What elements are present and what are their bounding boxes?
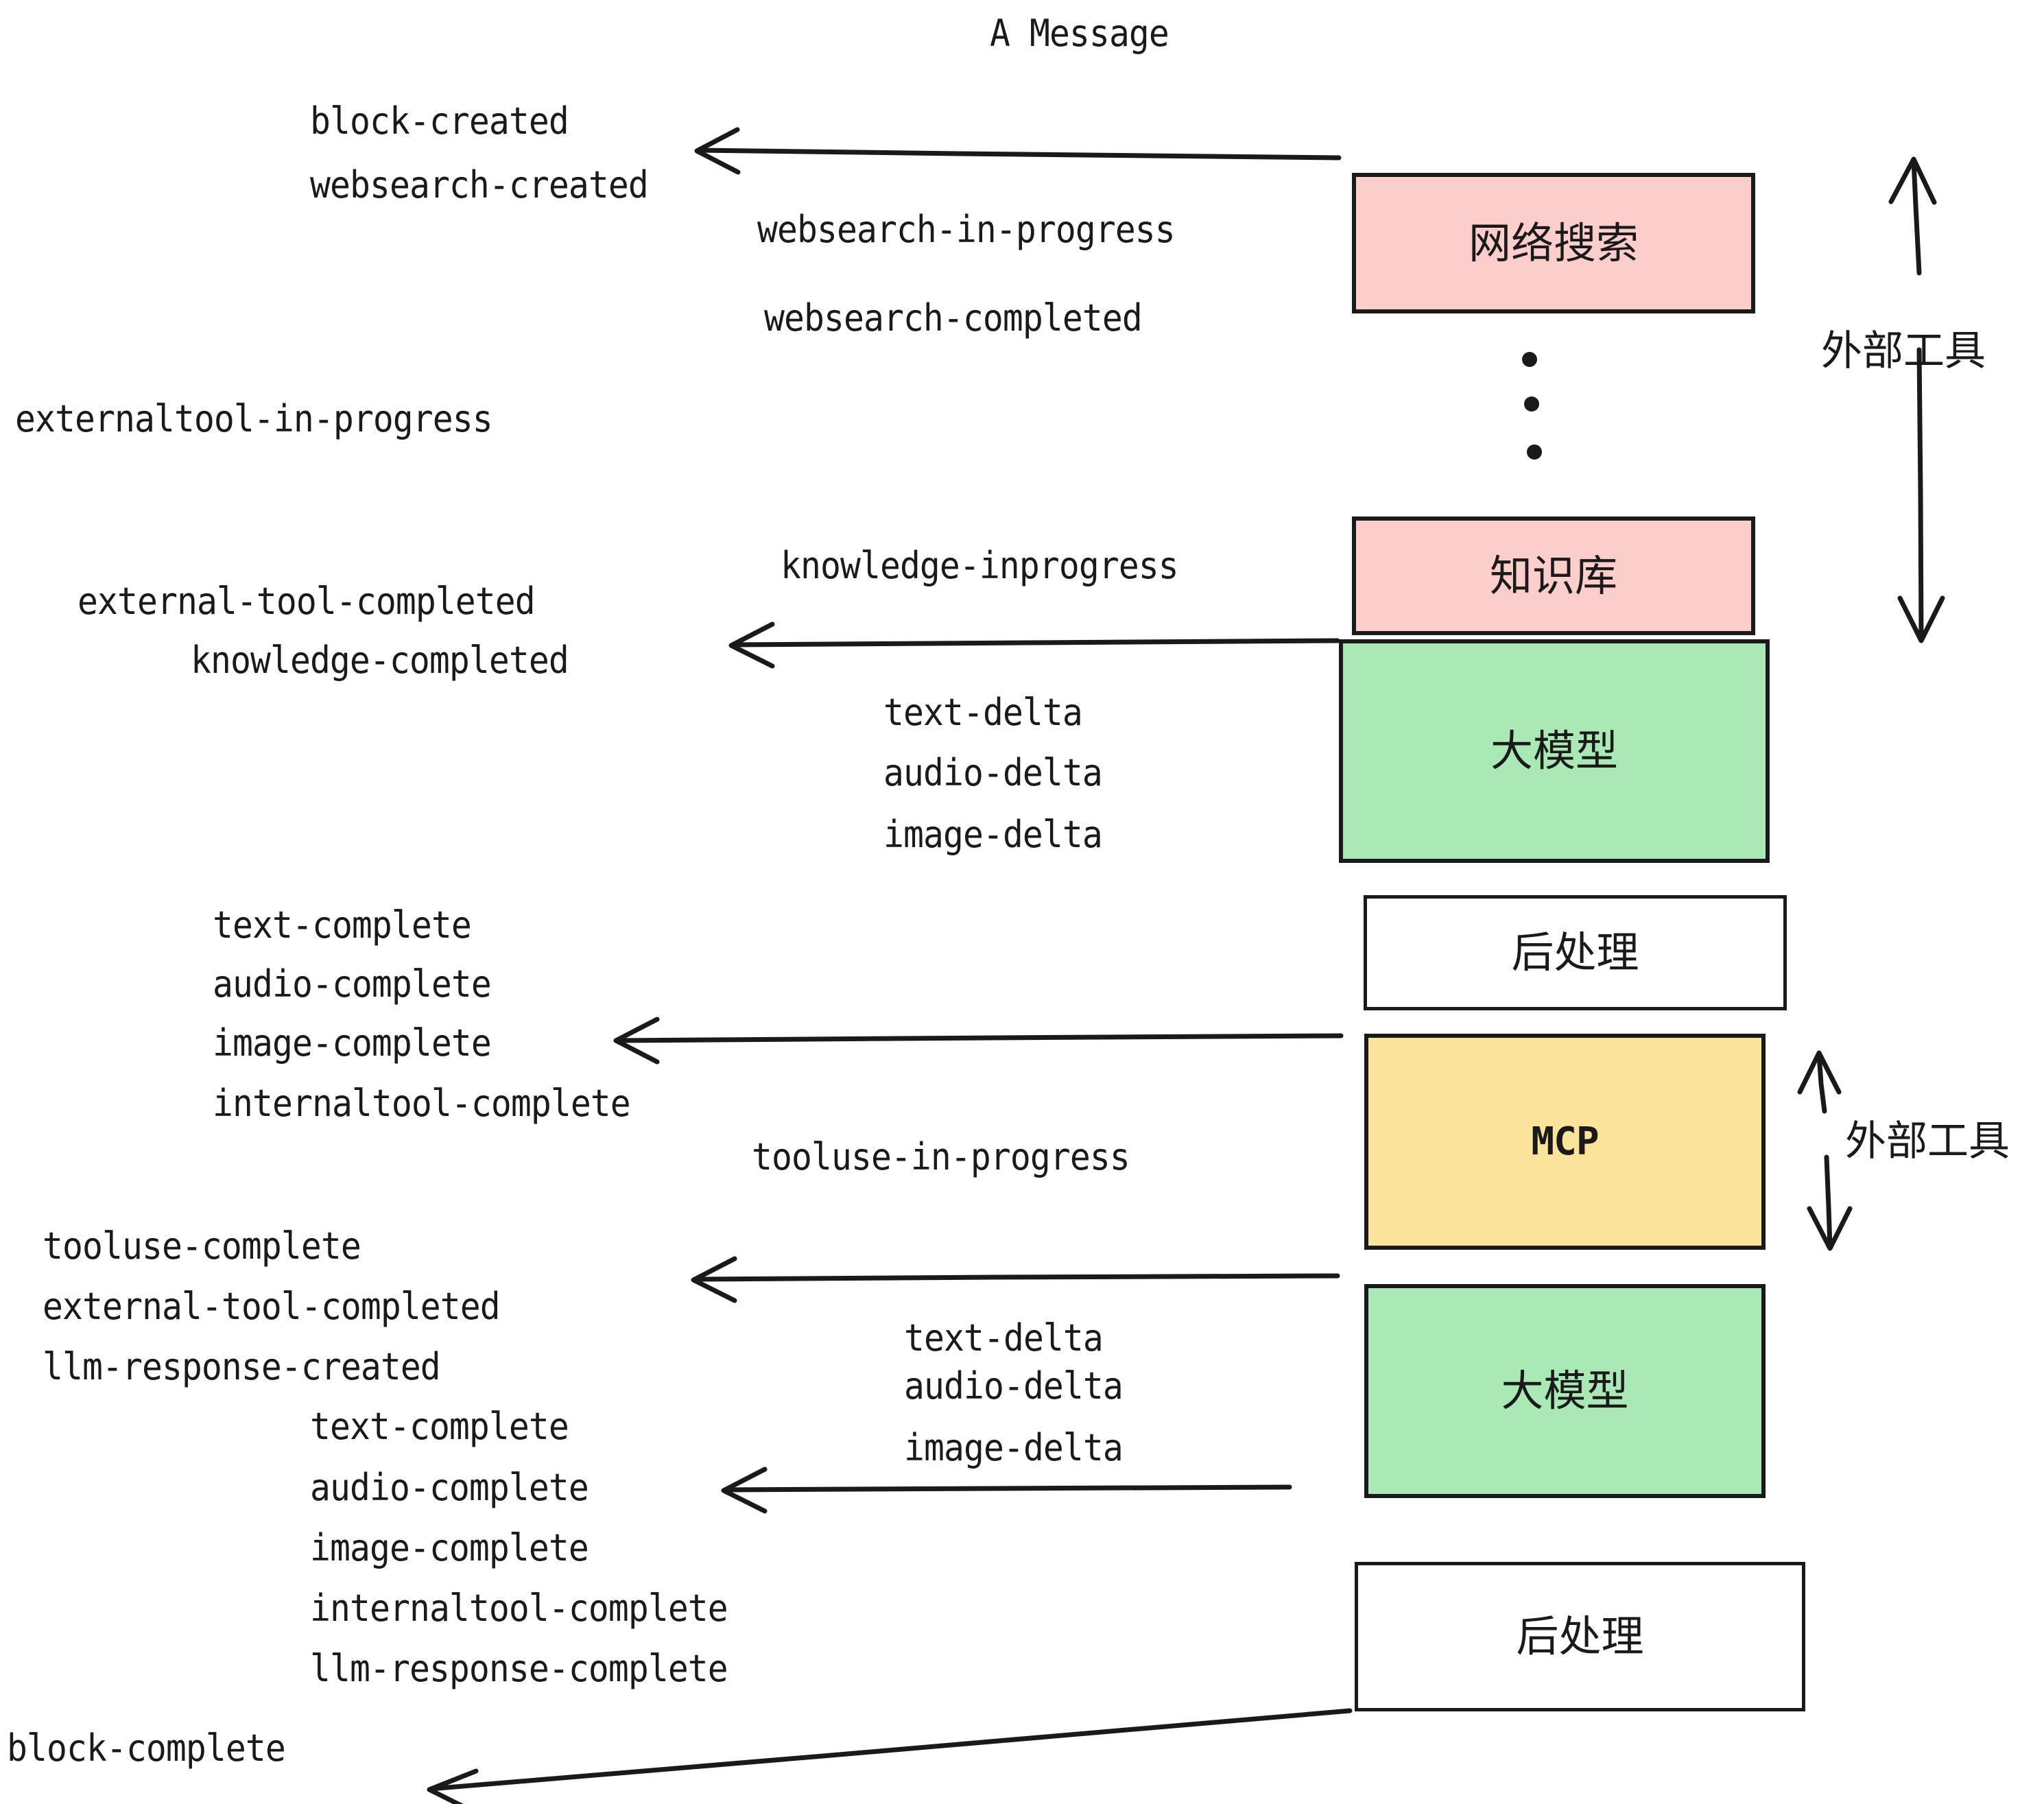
node-llm-first[interactable]: 大模型 xyxy=(1339,639,1770,863)
side-label-external-tools-bottom: 外部工具 xyxy=(1845,1117,2010,1165)
event-label-llm-response-complete: llm-response-complete xyxy=(310,1647,728,1690)
event-label-websearch-created: websearch-created xyxy=(310,163,649,206)
arrow-websearch-to-left xyxy=(694,127,1342,175)
event-label-knowledge-inprogress: knowledge-inprogress xyxy=(781,544,1179,587)
event-label-externaltool-in-progress: externaltool-in-progress xyxy=(15,397,493,440)
node-knowledge[interactable]: 知识库 xyxy=(1352,517,1755,635)
event-label-websearch-in-progress: websearch-in-progress xyxy=(757,208,1176,251)
arrow-external-tools-top-up xyxy=(1888,156,1937,276)
diagram-title: A Message xyxy=(990,12,1169,55)
node-knowledge-label: 知识库 xyxy=(1489,550,1617,601)
ellipsis-dot-1 xyxy=(1522,352,1537,367)
node-postprocess-second-label: 后处理 xyxy=(1516,1611,1644,1661)
node-mcp[interactable]: MCP xyxy=(1364,1034,1766,1250)
event-label-knowledge-completed: knowledge-completed xyxy=(191,639,569,682)
node-postprocess-second[interactable]: 后处理 xyxy=(1355,1562,1805,1711)
event-label-block-created: block-created xyxy=(310,99,569,143)
arrow-postprocess-first-to-left xyxy=(613,1017,1344,1065)
event-label-internaltool-complete-1: internaltool-complete xyxy=(213,1082,631,1125)
node-llm-second-label: 大模型 xyxy=(1501,1366,1629,1416)
event-label-audio-complete-1: audio-complete xyxy=(213,962,492,1006)
node-postprocess-first-label: 后处理 xyxy=(1511,927,1639,977)
event-label-internaltool-complete-2: internaltool-complete xyxy=(310,1587,728,1630)
arrow-external-tools-bottom-down xyxy=(1807,1154,1853,1251)
event-label-text-delta-1: text-delta xyxy=(883,691,1083,734)
arrow-mcp-to-left xyxy=(691,1256,1340,1303)
node-llm-second[interactable]: 大模型 xyxy=(1364,1284,1766,1498)
arrow-external-tools-top-down xyxy=(1897,347,1945,643)
arrow-knowledge-to-left xyxy=(728,621,1340,669)
side-label-external-tools-top: 外部工具 xyxy=(1821,327,1986,375)
event-label-tooluse-in-progress: tooluse-in-progress xyxy=(752,1135,1130,1178)
event-label-llm-response-created: llm-response-created xyxy=(43,1345,441,1388)
node-mcp-label: MCP xyxy=(1531,1119,1599,1164)
event-label-image-complete-2: image-complete xyxy=(310,1526,589,1569)
event-label-image-complete-1: image-complete xyxy=(213,1021,492,1065)
event-label-image-delta-1: image-delta xyxy=(883,813,1103,856)
event-label-image-delta-2: image-delta xyxy=(904,1426,1124,1469)
node-postprocess-first[interactable]: 后处理 xyxy=(1364,895,1787,1010)
event-label-text-complete-1: text-complete xyxy=(213,903,472,947)
arrow-external-tools-bottom-up xyxy=(1797,1050,1842,1114)
arrow-llm-second-to-left xyxy=(721,1467,1292,1514)
event-label-websearch-completed: websearch-completed xyxy=(764,296,1143,340)
ellipsis-dot-2 xyxy=(1524,396,1539,412)
event-label-text-delta-2: text-delta xyxy=(904,1316,1104,1360)
event-label-text-complete-2: text-complete xyxy=(310,1405,569,1448)
arrow-postprocess-second-to-left xyxy=(427,1708,1353,1804)
event-label-audio-delta-1: audio-delta xyxy=(883,751,1103,794)
event-label-audio-complete-2: audio-complete xyxy=(310,1466,589,1509)
event-label-external-tool-completed-1: external-tool-completed xyxy=(78,580,536,623)
node-llm-first-label: 大模型 xyxy=(1490,726,1618,776)
event-label-external-tool-completed-2: external-tool-completed xyxy=(43,1285,501,1328)
node-websearch[interactable]: 网络搜索 xyxy=(1352,173,1755,313)
node-websearch-label: 网络搜索 xyxy=(1468,217,1639,268)
event-label-audio-delta-2: audio-delta xyxy=(904,1364,1124,1408)
ellipsis-dot-3 xyxy=(1527,444,1542,460)
event-label-block-complete: block-complete xyxy=(7,1726,286,1770)
event-label-tooluse-complete: tooluse-complete xyxy=(43,1224,361,1268)
